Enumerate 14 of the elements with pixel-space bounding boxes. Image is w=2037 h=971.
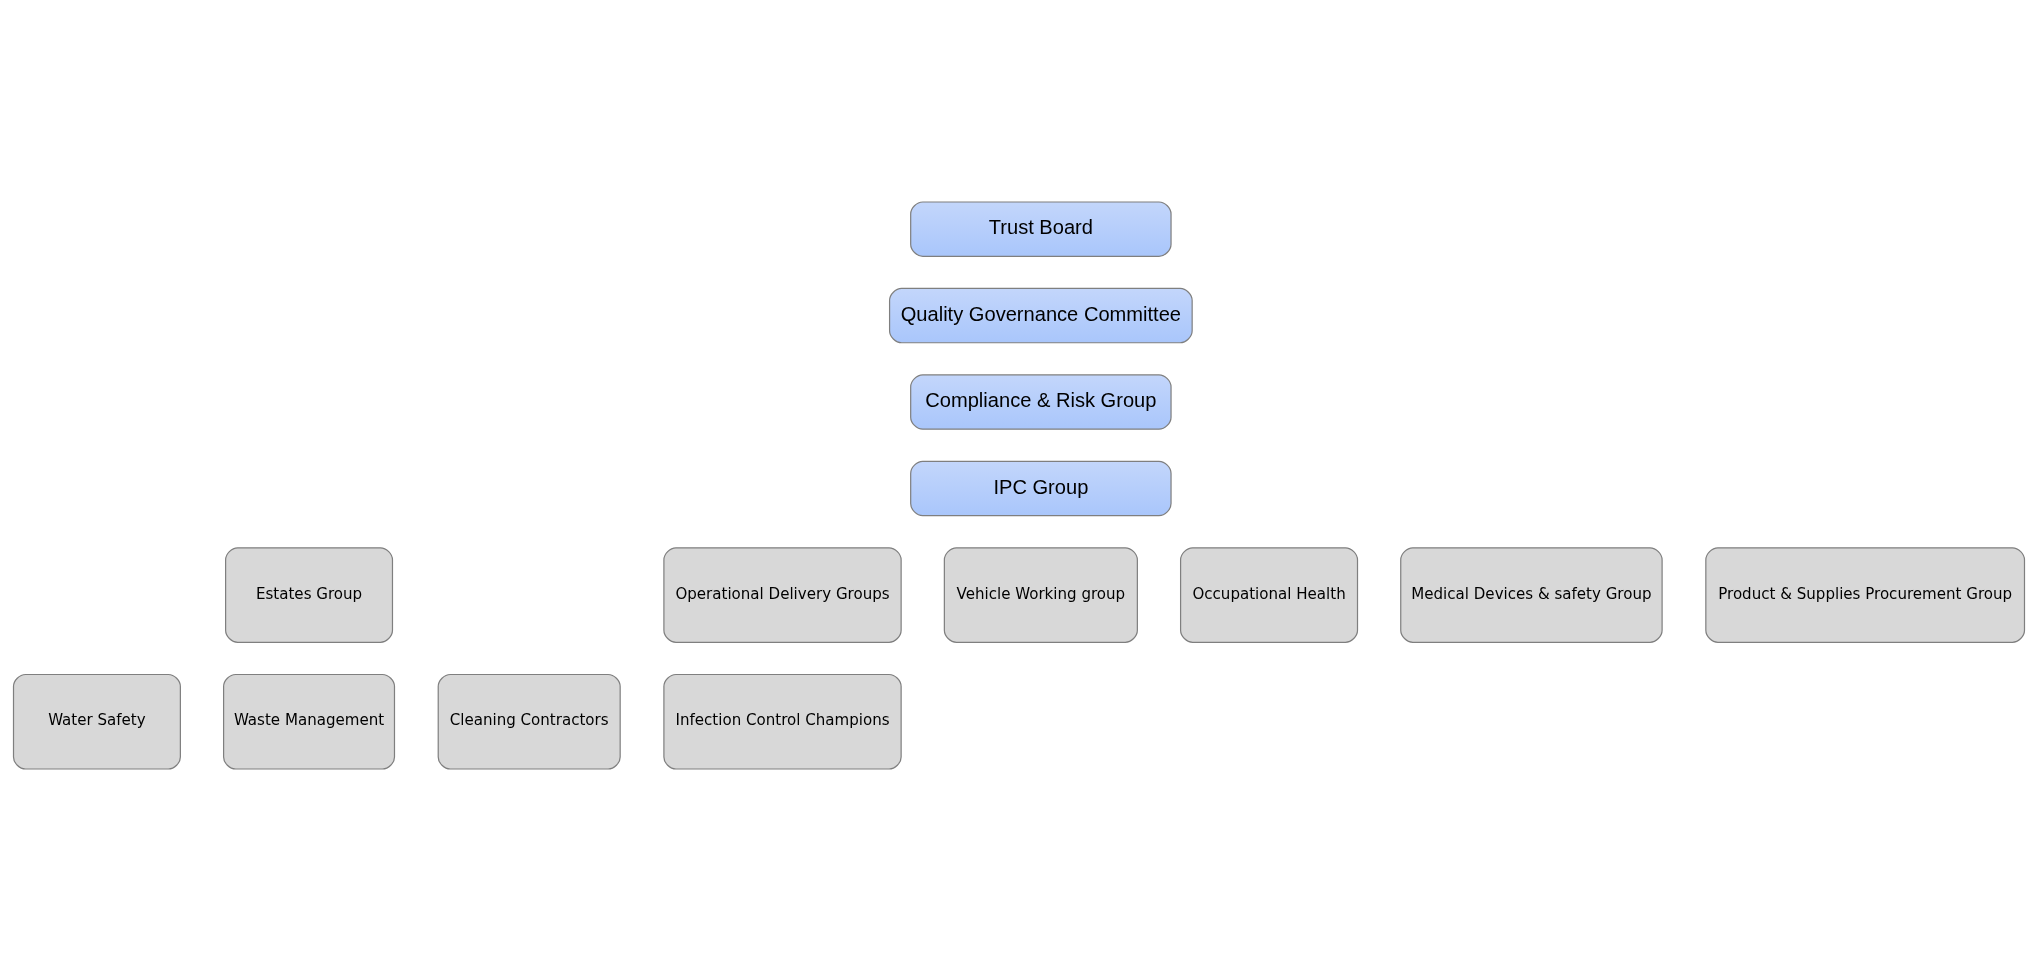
node-box: IPC Group	[909, 460, 1172, 517]
node-box: Occupational Health	[1179, 547, 1358, 643]
node-box: Quality Governance Committee	[888, 287, 1193, 344]
node-box: Infection Control Champions	[662, 673, 902, 770]
node-box: Estates Group	[224, 547, 393, 643]
node-box: Water Safety	[12, 673, 181, 770]
node-box: Operational Delivery Groups	[662, 547, 902, 643]
node-box: Trust Board	[909, 201, 1172, 257]
node-box: Vehicle Working group	[943, 547, 1138, 643]
node-box: Product & Supplies Procurement Group	[1704, 547, 2025, 643]
node-box: Medical Devices & safety Group	[1399, 547, 1663, 643]
node-box: Compliance & Risk Group	[909, 374, 1172, 430]
node-box: Waste Management	[222, 673, 395, 770]
node-box: Cleaning Contractors	[437, 673, 621, 770]
